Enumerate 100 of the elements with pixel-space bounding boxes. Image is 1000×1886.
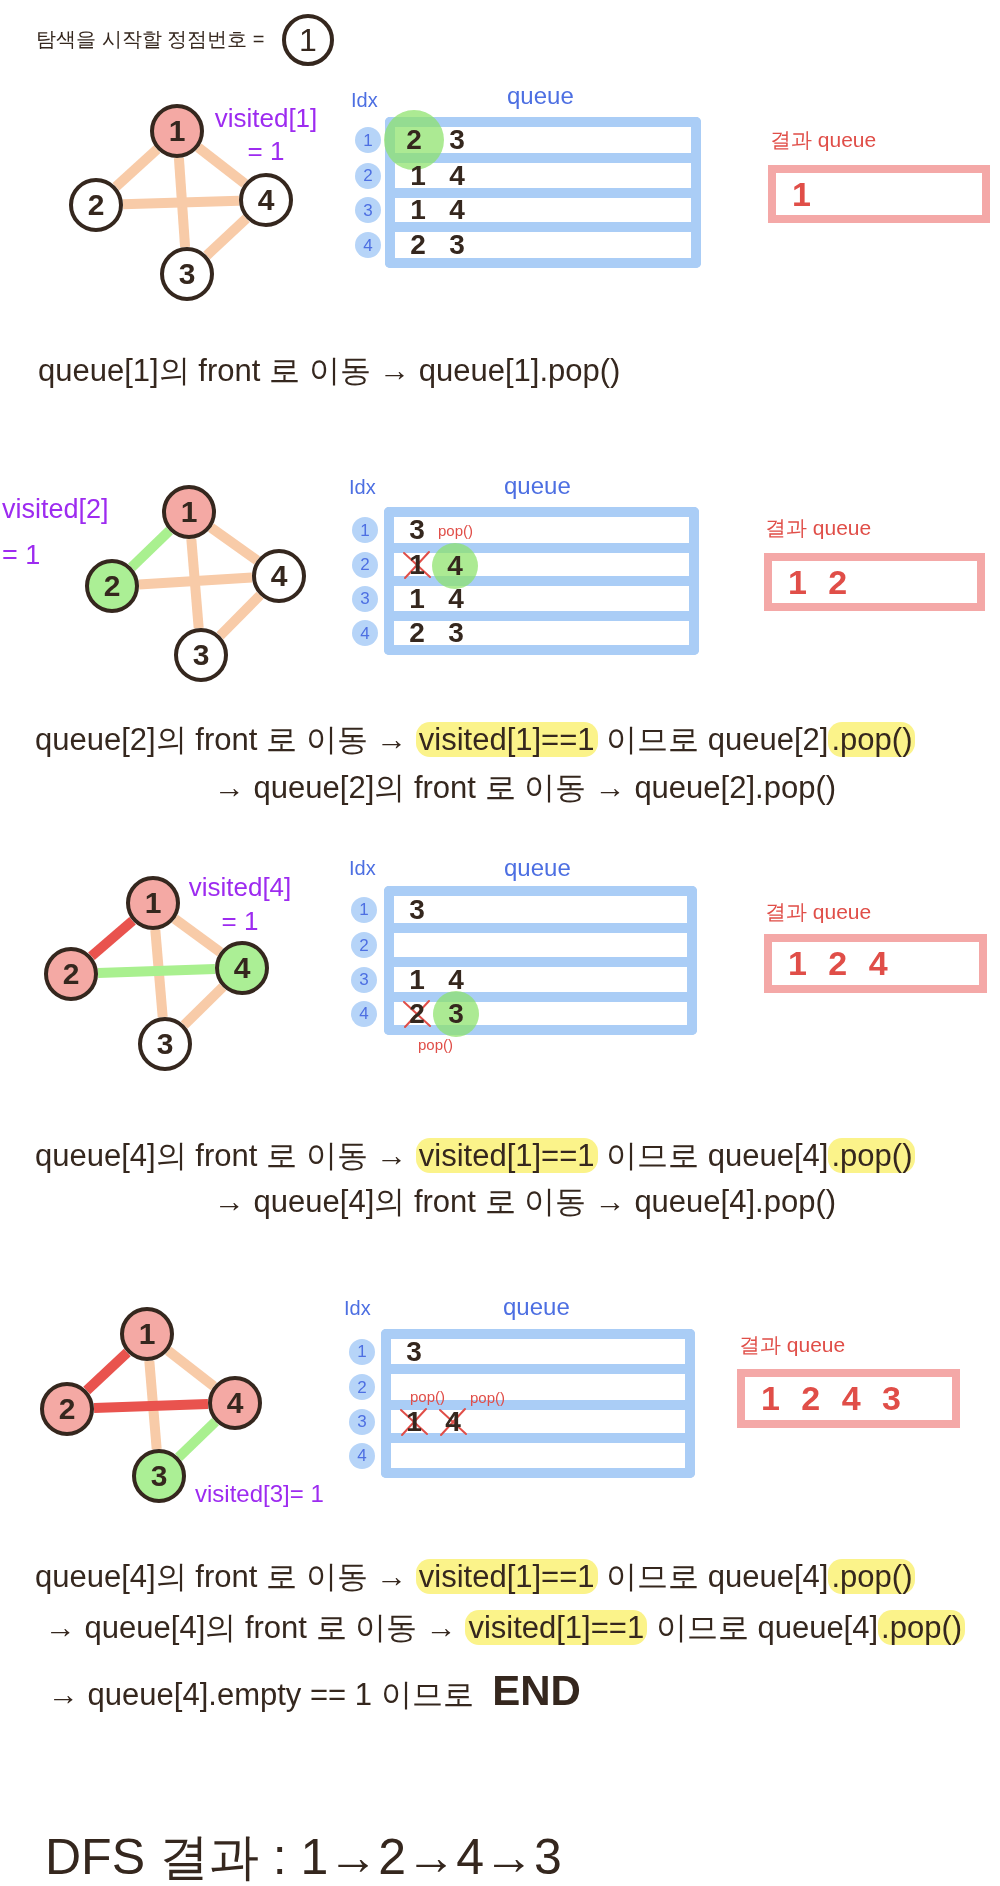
index-circle: 1 (355, 127, 381, 153)
vertex-circle: 1 (162, 485, 216, 539)
vertex-circle: 1 (126, 876, 180, 930)
queue-value: 2 (409, 619, 425, 647)
queue-value: 3 (448, 619, 464, 647)
result-box: 1 2 (764, 553, 985, 611)
vertex-circle: 3 (132, 1449, 186, 1503)
graph-edge (88, 916, 136, 961)
box-heading: 결과 queue (765, 515, 872, 541)
column-heading: Idx (351, 88, 378, 112)
queue-value: 3 (449, 126, 465, 154)
index-circle: 4 (352, 620, 378, 646)
box-heading: 결과 queue (739, 1332, 846, 1358)
explanation-text: queue[4]의 front 로 이동 → visited[1]==1 이므로 queue[4].pop() (35, 1558, 916, 1596)
graph-edge (186, 538, 204, 629)
vertex-circle: 4 (252, 549, 306, 603)
graph-edge (171, 914, 224, 957)
queue-value: 4 (448, 965, 464, 994)
column-heading: Idx (344, 1296, 371, 1320)
graph-edge (180, 983, 227, 1029)
column-heading: Idx (349, 856, 376, 880)
graph-edge (175, 1418, 219, 1461)
vertex-circle: 3 (174, 628, 228, 682)
explanation-text: queue[2]의 front 로 이동 → visited[1]==1 이므로 queue[2].pop() (35, 721, 916, 759)
vertex-circle: 2 (40, 1382, 94, 1436)
vertex-circle: 4 (215, 941, 269, 995)
circled-number: 1 (282, 14, 334, 66)
queue-value: 1 (409, 584, 425, 613)
graph-edge (165, 1346, 217, 1391)
pop-note: pop() (418, 1036, 454, 1054)
vertex-circle: 4 (208, 1376, 262, 1430)
explanation-text: → queue[4]의 front 로 이동 → queue[4].pop() (214, 1183, 837, 1221)
index-circle: 2 (352, 551, 378, 578)
graph-edge (128, 527, 173, 571)
index-circle: 3 (349, 1408, 375, 1435)
explanation-text: → queue[4]의 front 로 이동 → visited[1]==1 이므로 queue[4].pop() (45, 1609, 966, 1647)
index-circle: 3 (355, 197, 381, 223)
graph-edge (122, 195, 240, 210)
queue-value: 1 (409, 965, 425, 994)
box-heading: 결과 queue (770, 127, 877, 153)
index-circle: 3 (351, 966, 377, 993)
index-circle: 3 (352, 585, 378, 612)
column-heading: queue (504, 472, 571, 501)
vertex-circle: 2 (44, 947, 98, 1001)
index-circle: 1 (351, 896, 377, 923)
vertex-circle: 1 (120, 1307, 174, 1361)
graph-edge (112, 145, 161, 191)
index-circle: 4 (351, 1000, 377, 1027)
index-circle: 1 (349, 1338, 375, 1365)
result-box: 1 2 4 (764, 934, 987, 993)
graph-edge (195, 143, 248, 188)
column-heading: queue (504, 854, 571, 883)
queue-value: 4 (449, 196, 465, 224)
column-heading: queue (503, 1293, 570, 1322)
queue-value: 3 (449, 231, 465, 259)
graph-edge (203, 214, 250, 260)
explanation-text: → queue[4].empty == 1 이므로 END (48, 1666, 581, 1716)
graph-edge (216, 591, 264, 640)
index-circle: 2 (351, 932, 377, 958)
annotation-text: visited[3]= 1 (195, 1480, 324, 1508)
vertex-circle: 2 (85, 559, 139, 613)
instruction-text: 탐색을 시작할 정점번호 = (36, 27, 265, 51)
annotation-text: visited[4] = 1 (187, 871, 293, 938)
graph-edge (173, 157, 191, 248)
graph-edge (83, 1348, 131, 1395)
vertex-circle: 3 (138, 1017, 192, 1071)
result-box: 1 (768, 165, 990, 223)
index-circle: 4 (355, 232, 381, 258)
graph-edge (93, 1399, 209, 1413)
index-circle: 2 (355, 162, 381, 189)
queue-value: 1 (410, 196, 426, 224)
graph-edge (97, 963, 216, 979)
queue-value: 3 (409, 895, 425, 924)
explanation-text: queue[1]의 front 로 이동 → queue[1].pop() (38, 352, 621, 390)
column-heading: queue (507, 82, 574, 111)
column-heading: Idx (349, 475, 376, 499)
graph-edge (150, 929, 168, 1018)
annotation-text: visited[1] = 1 (213, 102, 319, 168)
vertex-circle: 4 (239, 173, 293, 227)
result-box: 1 2 4 3 (737, 1369, 960, 1428)
vertex-circle: 2 (69, 178, 123, 232)
index-circle: 4 (349, 1442, 375, 1469)
index-circle: 2 (349, 1374, 375, 1400)
graph-edge (138, 572, 253, 590)
pop-note: pop() (470, 1389, 506, 1407)
explanation-text: → queue[2]의 front 로 이동 → queue[2].pop() (214, 769, 837, 807)
pop-note: pop() (438, 522, 474, 540)
explanation-text: queue[4]의 front 로 이동 → visited[1]==1 이므로 queue[4].pop() (35, 1137, 916, 1175)
queue-value: 2 (410, 231, 426, 259)
vertex-circle: 1 (150, 104, 204, 158)
result-text: DFS 결과 : 1→2→4→3 (45, 1830, 562, 1885)
queue-value: 3 (406, 1337, 422, 1366)
queue-value: 3 (409, 516, 425, 544)
graph-edge (208, 523, 260, 565)
vertex-circle: 3 (160, 247, 214, 301)
pop-note: pop() (410, 1388, 446, 1406)
box-heading: 결과 queue (765, 899, 872, 925)
queue-value: 4 (449, 161, 465, 190)
index-circle: 1 (352, 517, 378, 543)
graph-edge (144, 1360, 162, 1450)
